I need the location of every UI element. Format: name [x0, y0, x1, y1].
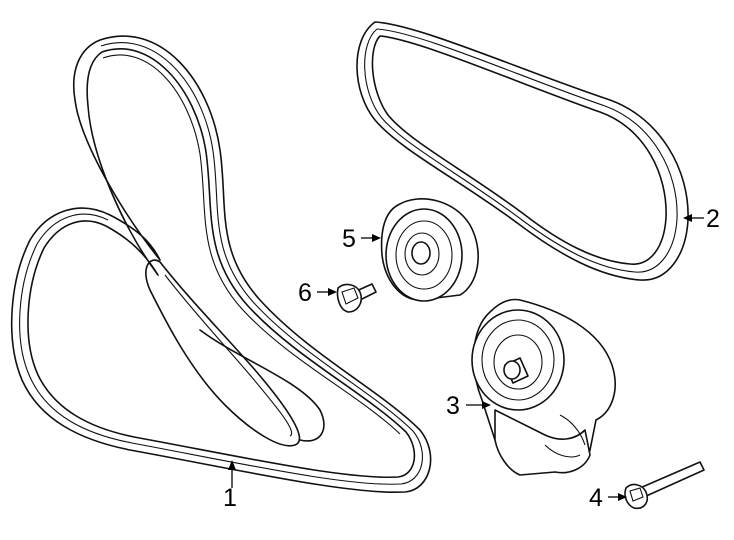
leader-lines: [228, 214, 704, 501]
tensioner-pulley-rim: [481, 319, 555, 401]
callout-5: 5: [342, 225, 356, 253]
tensioner-assembly: [471, 298, 616, 476]
long-bolt: [624, 461, 705, 510]
long-bolt-flange: [624, 483, 649, 510]
pulley-rim: [395, 220, 453, 290]
tensioner-hub: [503, 360, 521, 380]
callout-2: 2: [706, 205, 720, 233]
tensioner-bearing: [493, 334, 543, 390]
pulley-hub: [411, 241, 431, 265]
callout-1: 1: [223, 484, 237, 512]
belt-inner-loop: [145, 259, 301, 447]
long-bolt-head: [629, 487, 644, 502]
callout-3: 3: [446, 392, 460, 420]
arrow-5: [372, 234, 381, 242]
short-bolt: [336, 283, 377, 313]
belt-rib-outer: [19, 42, 423, 485]
small-belt-outer: [356, 21, 689, 281]
arrow-3: [482, 401, 491, 409]
callout-4: 4: [589, 484, 603, 512]
tensioner-detail: [544, 414, 586, 458]
belt-inner-loop-rib: [164, 274, 293, 437]
idler-pulley: [380, 198, 479, 302]
belt-inner-edge: [27, 48, 416, 479]
pulley-bearing: [404, 232, 440, 276]
small-belt-inner: [371, 35, 667, 265]
belt-outer-edge: [10, 35, 432, 494]
belt-lower-loop: [199, 329, 325, 442]
arrow-1: [228, 460, 236, 470]
tensioner-arm: [494, 409, 591, 476]
small-belt: [356, 21, 689, 281]
callout-6: 6: [298, 279, 312, 307]
long-bolt-shank: [639, 461, 705, 498]
serpentine-belt: [10, 35, 432, 494]
belt-rib-inner: [102, 54, 401, 435]
arrow-2: [683, 214, 692, 222]
arrow-6: [328, 288, 337, 296]
short-bolt-head: [341, 287, 359, 305]
small-belt-rib: [364, 28, 678, 273]
callout-labels: 1 2 3 4 5 6: [223, 205, 720, 512]
arrow-4: [618, 493, 627, 501]
